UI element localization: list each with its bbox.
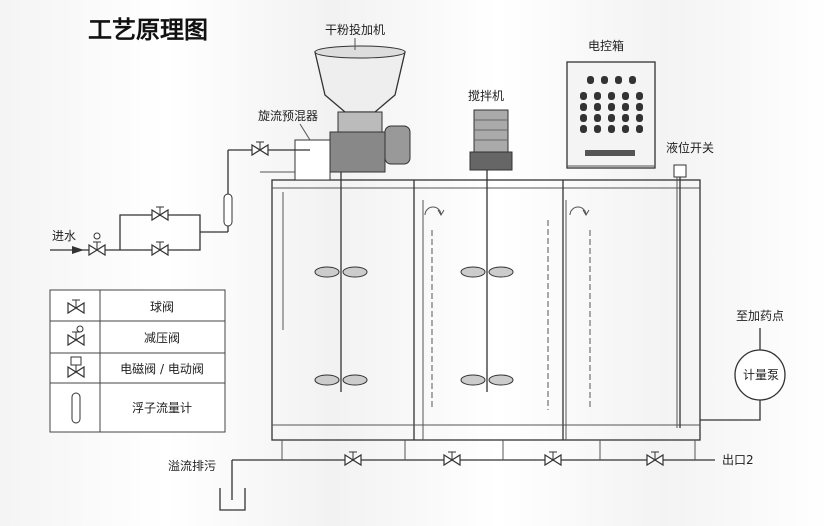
legend-label: 浮子流量计 <box>132 401 192 415</box>
label-mixer: 搅拌机 <box>468 88 504 103</box>
label-dry-powder-feeder: 干粉投加机 <box>325 22 385 37</box>
outlet-piping <box>219 440 715 511</box>
label-water-inlet: 进水 <box>52 229 76 243</box>
control-button-icon[interactable] <box>594 114 601 122</box>
control-button-icon[interactable] <box>622 103 629 111</box>
legend-label: 电磁阀 / 电动阀 <box>120 361 204 376</box>
inlet-piping <box>50 141 310 256</box>
control-button-icon[interactable] <box>622 114 629 122</box>
control-button-icon[interactable] <box>608 125 615 133</box>
label-level-switch: 液位开关 <box>666 140 714 155</box>
legend-label: 球阀 <box>150 300 174 314</box>
control-button-icon[interactable] <box>608 114 615 122</box>
legend-label: 减压阀 <box>144 331 180 345</box>
control-button-icon[interactable] <box>580 125 587 133</box>
impellers <box>314 266 514 386</box>
drain-funnel <box>219 488 246 511</box>
mixer <box>469 109 513 392</box>
flow-arrow-icon <box>424 206 445 216</box>
solenoid-valve-icon <box>67 356 85 378</box>
control-button-icon[interactable] <box>608 103 615 111</box>
control-button-icon[interactable] <box>594 103 601 111</box>
flowmeter-icon <box>223 193 233 227</box>
label-to-dosing-point: 至加药点 <box>736 309 784 323</box>
control-box[interactable] <box>566 61 656 169</box>
label-overflow-drain: 溢流排污 <box>168 459 216 473</box>
arrow-icon <box>72 246 84 254</box>
control-button-icon[interactable] <box>580 92 587 100</box>
control-button-icon[interactable] <box>636 125 643 133</box>
flow-arrow-icon <box>569 206 590 216</box>
legend: 球阀 减压阀 电磁阀 / 电动阀 浮子流量计 <box>49 289 226 433</box>
control-button-icon[interactable] <box>587 76 594 84</box>
control-button-icon[interactable] <box>615 76 622 84</box>
metering-pump <box>734 349 786 401</box>
control-button-icon[interactable] <box>601 76 608 84</box>
control-button-icon[interactable] <box>636 92 643 100</box>
control-button-icon[interactable] <box>580 114 587 122</box>
pressure-reducing-valve-icon <box>67 325 85 346</box>
float-flowmeter-icon <box>71 392 81 424</box>
level-switch <box>673 164 687 428</box>
control-button-icon[interactable] <box>622 92 629 100</box>
control-button-icon[interactable] <box>580 103 587 111</box>
control-button-icon[interactable] <box>594 125 601 133</box>
label-cyclone-premixer: 旋流预混器 <box>258 109 318 123</box>
label-metering-pump: 计量泵 <box>743 368 779 382</box>
control-button-icon[interactable] <box>608 92 615 100</box>
control-button-icon[interactable] <box>629 76 636 84</box>
control-button-icon[interactable] <box>636 114 643 122</box>
label-outlet2: 出口2 <box>722 453 754 467</box>
dry-powder-feeder <box>294 45 411 392</box>
label-control-box: 电控箱 <box>588 38 624 53</box>
control-button-icon[interactable] <box>594 92 601 100</box>
diagram-title: 工艺原理图 <box>88 16 208 44</box>
control-button-icon[interactable] <box>622 125 629 133</box>
control-button-icon[interactable] <box>636 103 643 111</box>
tank <box>271 179 701 441</box>
